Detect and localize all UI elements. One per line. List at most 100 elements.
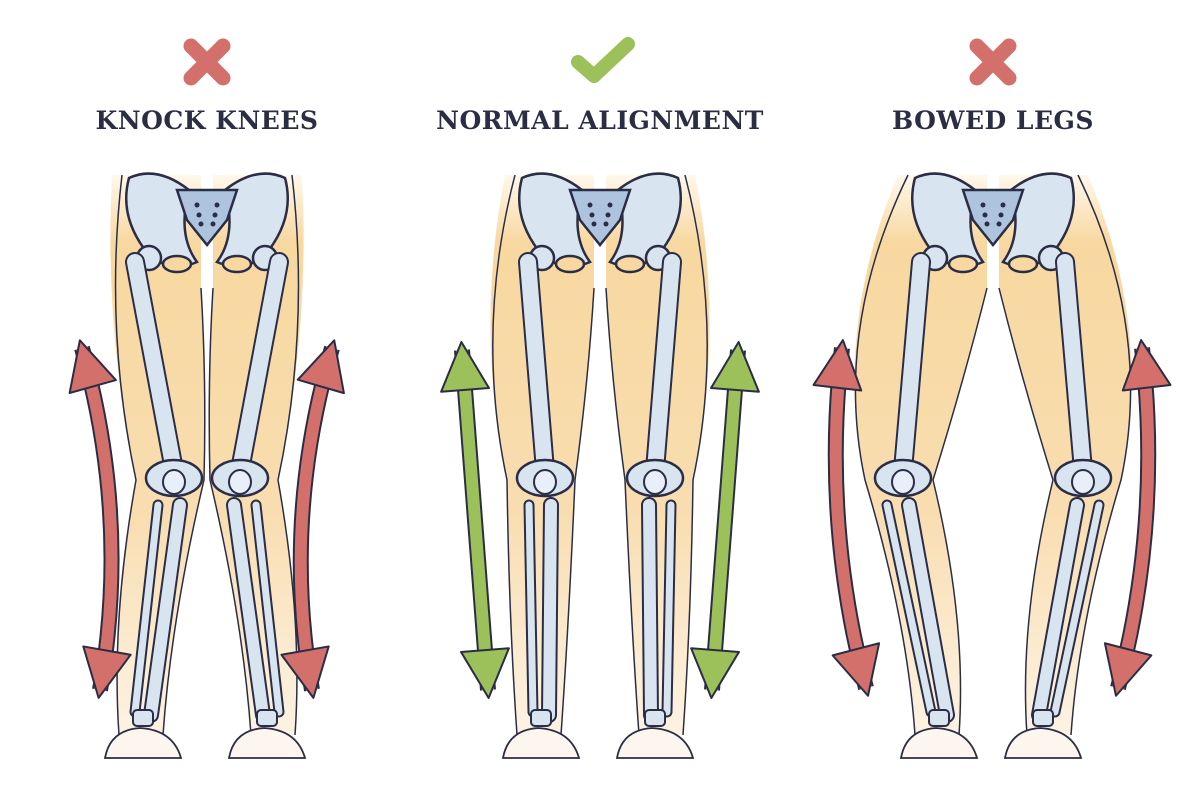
left-arrow-shaft bbox=[456, 349, 494, 691]
right-femur bbox=[647, 254, 680, 478]
leg-outline bbox=[492, 174, 518, 736]
left-femur bbox=[127, 254, 182, 478]
cross-stroke bbox=[183, 38, 231, 86]
right-fibula bbox=[1051, 501, 1103, 716]
left-arrow-head-bottom bbox=[831, 642, 881, 697]
sacrum bbox=[961, 188, 1025, 248]
pelvis bbox=[518, 172, 682, 274]
pelvis bbox=[911, 172, 1075, 274]
panel-normal bbox=[440, 37, 760, 759]
pelvis bbox=[125, 172, 289, 274]
left-arrow-head-bottom bbox=[460, 647, 510, 699]
left-femur bbox=[520, 254, 553, 478]
right-arrow-head-bottom bbox=[1103, 642, 1153, 697]
obturator-foramen bbox=[614, 254, 646, 274]
right-femur bbox=[1057, 254, 1091, 478]
sacrum bbox=[175, 188, 239, 248]
left-arrow-head-top bbox=[68, 339, 117, 394]
right-foot bbox=[227, 727, 307, 759]
sacral-foramen bbox=[996, 221, 1002, 227]
left-fibula bbox=[525, 501, 537, 716]
sacral-foramen bbox=[998, 212, 1004, 218]
right-arrow-shaft bbox=[294, 346, 338, 692]
sacral-foramen bbox=[982, 212, 988, 218]
right-talus bbox=[1032, 709, 1054, 727]
right-talus bbox=[256, 709, 278, 727]
left-fibula bbox=[883, 501, 935, 716]
left-foot bbox=[103, 727, 183, 759]
right-tibia bbox=[643, 499, 657, 721]
title-normal-alignment: NORMAL ALIGNMENT bbox=[436, 106, 764, 135]
left-femur bbox=[895, 254, 929, 478]
left-arrow-head-top bbox=[440, 341, 490, 393]
right-arrow-head-bottom bbox=[690, 647, 740, 699]
left-tibia bbox=[903, 499, 953, 721]
left-arrow-head-top bbox=[812, 339, 863, 392]
obturator-foramen bbox=[221, 254, 253, 274]
right-arrow-shaft bbox=[706, 349, 744, 691]
right-femur bbox=[232, 254, 287, 478]
cross-icon bbox=[969, 38, 1017, 86]
sacral-foramen bbox=[212, 212, 218, 218]
right-fibula bbox=[663, 501, 675, 716]
sacral-foramen bbox=[194, 202, 200, 208]
cross-icon bbox=[183, 38, 231, 86]
leg-outline bbox=[854, 174, 916, 736]
right-foot bbox=[615, 727, 695, 759]
left-talus bbox=[928, 709, 950, 727]
sacral-foramen bbox=[605, 212, 611, 218]
right-arrow-head-top bbox=[296, 339, 345, 395]
sacral-foramen bbox=[196, 212, 202, 218]
right-fibula bbox=[252, 501, 283, 716]
title-knock-knees: KNOCK KNEES bbox=[95, 106, 319, 135]
sacral-foramen bbox=[214, 202, 220, 208]
right-patella bbox=[643, 469, 667, 495]
right-arrow-head-top bbox=[1121, 339, 1172, 392]
left-foot bbox=[501, 727, 581, 759]
left-fibula bbox=[131, 501, 162, 716]
cross-stroke bbox=[969, 38, 1017, 86]
left-talus bbox=[132, 709, 154, 727]
panel-knock bbox=[68, 38, 345, 759]
leg-outline bbox=[208, 287, 252, 736]
right-tibia bbox=[228, 499, 269, 721]
left-arrow-shaft bbox=[76, 346, 118, 692]
sacral-foramen bbox=[587, 202, 593, 208]
sacral-foramen bbox=[589, 212, 595, 218]
left-foot bbox=[899, 727, 979, 759]
left-tibia bbox=[543, 499, 557, 721]
sacral-foramen bbox=[1000, 202, 1006, 208]
sacral-foramen bbox=[591, 221, 597, 227]
left-arrow-head-bottom bbox=[82, 645, 132, 699]
right-arrow-shaft bbox=[1112, 347, 1155, 690]
left-talus bbox=[530, 709, 552, 727]
sacral-foramen bbox=[607, 202, 613, 208]
sacral-foramen bbox=[210, 221, 216, 227]
right-arrow-head-top bbox=[710, 341, 760, 393]
right-patella bbox=[228, 469, 252, 495]
leg-outline bbox=[162, 287, 206, 736]
panel-bowed bbox=[812, 38, 1172, 759]
sacral-foramen bbox=[603, 221, 609, 227]
sacrum bbox=[568, 188, 632, 248]
right-patella bbox=[1071, 469, 1095, 495]
sacral-foramen bbox=[984, 221, 990, 227]
check-icon bbox=[571, 37, 635, 83]
right-leg-skin bbox=[209, 175, 304, 735]
leg-outline bbox=[998, 287, 1054, 736]
left-tibia bbox=[145, 499, 186, 721]
right-foot bbox=[1003, 727, 1083, 759]
leg-outline bbox=[932, 287, 988, 736]
sacral-foramen bbox=[198, 221, 204, 227]
leg-outline bbox=[682, 174, 708, 736]
right-arrow-head-bottom bbox=[280, 645, 330, 699]
left-arrow-shaft bbox=[829, 347, 872, 690]
obturator-foramen bbox=[554, 254, 586, 274]
obturator-foramen bbox=[947, 254, 979, 274]
right-tibia bbox=[1033, 499, 1083, 721]
left-patella bbox=[891, 469, 915, 495]
left-leg-skin bbox=[110, 175, 205, 735]
leg-outline bbox=[1070, 174, 1132, 736]
